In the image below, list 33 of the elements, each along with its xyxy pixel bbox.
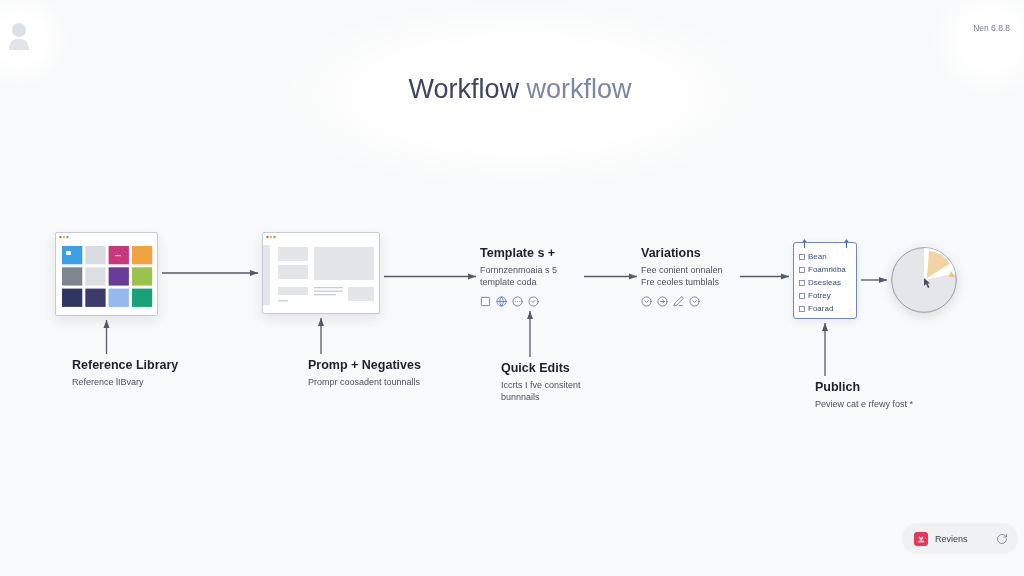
arrow xyxy=(739,273,790,280)
step-description: Reference lIBvary xyxy=(72,376,144,388)
checklist-item: Fotrey xyxy=(808,291,831,301)
step-title: Template s + xyxy=(480,246,556,261)
step-title: Reference Library xyxy=(72,358,179,373)
arrow xyxy=(527,310,533,358)
step-description: Peview cat e rfewy fost * xyxy=(815,398,914,410)
arrow xyxy=(103,319,110,355)
pie-circle xyxy=(891,247,957,313)
step-title: Variations xyxy=(641,246,701,261)
step-title: Promp + Negatives xyxy=(308,358,421,373)
checklist-item: Foarad xyxy=(808,304,834,314)
checklist-item: Foamrkiba xyxy=(808,265,846,275)
color-grid-window xyxy=(55,232,158,316)
checklist-card xyxy=(793,242,857,319)
step-description: Iccrts I fve consitent bunnnails xyxy=(501,379,582,403)
arrow xyxy=(822,322,828,377)
step-title: Quick Edits xyxy=(501,361,570,376)
page-layout-window xyxy=(262,232,380,314)
arrow xyxy=(161,270,259,276)
checklist-item: Dsesleas xyxy=(808,278,841,288)
review-button: Reviens xyxy=(902,523,1018,554)
arrow xyxy=(583,273,638,280)
arrow xyxy=(860,277,888,283)
step-title: Publich xyxy=(815,380,861,395)
version-label: Nen 6.8.8 xyxy=(973,23,1010,33)
step-description: Fee conient onnalen Fre ceoles tumblals xyxy=(641,264,724,288)
diagram-title: Workflow workflow xyxy=(408,74,632,105)
checklist-item: Bean xyxy=(808,252,827,262)
step-description: Fornnzenmoaia s 5 template coda xyxy=(480,264,559,288)
step-description: Prompr coosadent tounnalls xyxy=(308,376,421,388)
arrow xyxy=(383,273,477,280)
arrow xyxy=(318,317,324,355)
